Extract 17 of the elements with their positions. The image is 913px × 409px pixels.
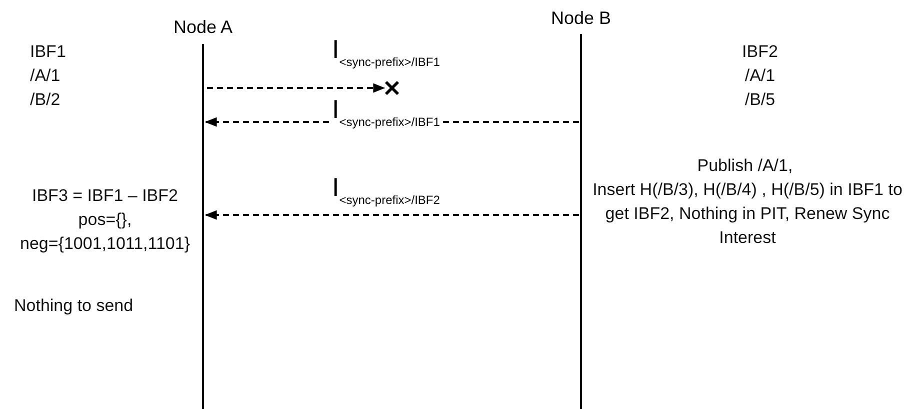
participant-label: Node A [172,16,234,39]
set-text: neg={1001,1011,1101} [18,233,192,255]
state-item: IBF2 [741,41,779,63]
state-item: /B/5 [744,89,776,111]
state-item: /B/2 [30,89,62,111]
formula-text: IBF3 = IBF1 – IBF2 [31,185,179,207]
state-item: /A/1 [30,65,62,87]
dashed-arrow [207,83,386,93]
set-text: pos={}, [77,209,133,231]
note-text: Nothing to send [14,295,134,317]
note-text: Publish /A/1, [696,155,794,177]
cross-mark [384,80,400,96]
participant-label: Node B [550,7,612,30]
state-item: /A/1 [744,65,776,87]
dashed-arrow [204,210,579,220]
note-text: Insert H(/B/3), H(/B/4) , H(/B/5) in IBF1 to get IBF2, Nothing in PIT, Renew Sync Interest [592,179,904,249]
state-item: IBF1 [30,41,67,63]
